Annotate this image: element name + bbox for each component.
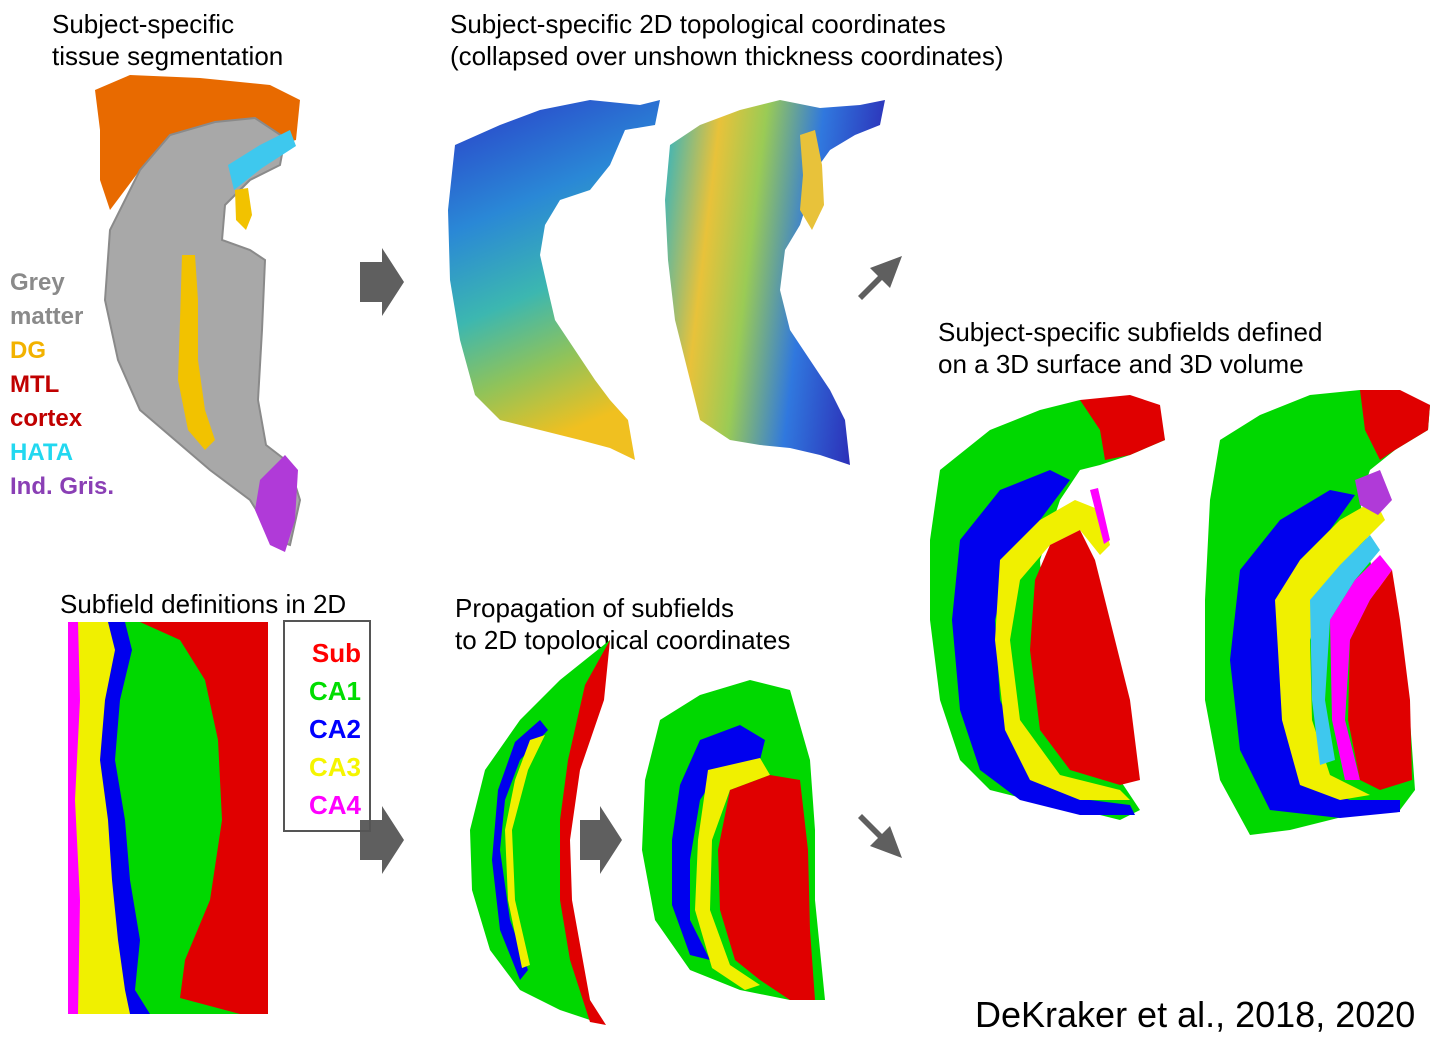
propagated-subfields-2 (642, 680, 825, 1000)
topology-map-1 (448, 100, 660, 460)
dg-upper (235, 188, 252, 230)
arrow-down-right-1 (858, 256, 902, 300)
legend-sub: Sub (285, 634, 361, 672)
topology-map-2 (665, 100, 885, 465)
tissue-segmentation-render (95, 75, 300, 552)
subfields-3d-volume (1205, 390, 1430, 835)
legend-hata: HATA (10, 436, 114, 470)
legend-ind-gris: Ind. Gris. (10, 470, 114, 504)
legend-ca2: CA2 (285, 710, 361, 748)
subfields-3d-surface (930, 395, 1165, 820)
legend-matter: matter (10, 300, 114, 334)
legend-ca1: CA1 (285, 672, 361, 710)
legend-grey: Grey (10, 266, 114, 300)
legend-ca3: CA3 (285, 748, 361, 786)
subfield-legend: Sub CA1 CA2 CA3 CA4 (283, 620, 371, 832)
legend-dg: DG (10, 334, 114, 368)
subfield-definitions-2d-map (68, 622, 268, 1014)
tissue-legend: Grey matter DG MTL cortex HATA Ind. Gris… (10, 266, 114, 504)
arrow-right-1 (360, 248, 404, 316)
legend-mtl: MTL (10, 368, 114, 402)
legend-ca4: CA4 (285, 786, 361, 824)
arrow-up-right-2 (858, 814, 902, 858)
legend-cortex: cortex (10, 402, 114, 436)
arrow-right-3 (580, 806, 622, 874)
